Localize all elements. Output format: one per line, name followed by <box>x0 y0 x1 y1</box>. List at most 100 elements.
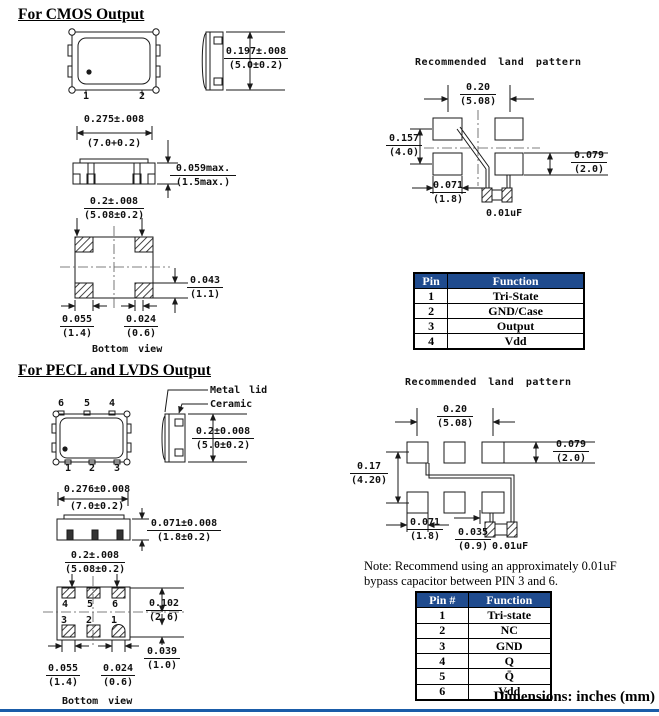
pecl-pad5-label: 5 <box>87 599 94 610</box>
dim-cmos-pad-height: 0.043 (1.1) <box>187 275 223 300</box>
pecl-pad6-label: 6 <box>112 599 119 610</box>
dim-mm-value: (2.0) <box>573 164 605 175</box>
dim-inch-value: 0.2±.008 <box>84 196 144 209</box>
dim-cmos-pad-gap: 0.024 (0.6) <box>124 314 158 339</box>
dim-pecl-land-cap-gap: 0.035 (0.9) <box>455 527 491 552</box>
pin-number: 3 <box>413 318 449 334</box>
center-crosshair <box>424 110 540 186</box>
table-row: 6 Vdd <box>415 683 552 701</box>
dim-pecl-land-pad-height: 0.079 (2.0) <box>553 439 589 464</box>
package-front-outline <box>56 514 131 541</box>
ceramic-label: Ceramic <box>210 399 253 410</box>
pecl-land-pattern-drawing <box>386 408 595 538</box>
dim-inch-value: 0.079 <box>553 439 589 452</box>
pin-function: Tri-State <box>447 288 585 304</box>
pecl-pin-function-table: Pin # Function 1 Tri-state 2 NC 3 GND 4 … <box>415 591 552 702</box>
pecl-pad3-label: 3 <box>61 615 68 626</box>
package-side-outline <box>161 413 186 463</box>
dimension-lines <box>57 492 149 551</box>
pecl-pad4-label: 4 <box>62 599 69 610</box>
bypass-capacitor-note-line2: bypass capacitor between PIN 3 and 6. <box>364 574 559 588</box>
pin1-index-dot <box>86 69 92 75</box>
land-pads <box>406 441 505 514</box>
pin-number: 1 <box>415 607 469 624</box>
dim-cmos-land-pad-height: 0.079 (2.0) <box>571 150 607 175</box>
cmos-land-pattern-drawing <box>410 85 608 203</box>
table-header-pin: Pin # <box>415 591 469 609</box>
dim-inch-value: 0.035 <box>455 527 491 540</box>
table-header-pin: Pin <box>413 272 449 289</box>
dim-cmos-pad-width: 0.055 (1.4) <box>60 314 94 339</box>
dim-inch-value: 0.059max. <box>170 163 236 176</box>
pin-function: NC <box>467 622 552 639</box>
table-row: 2 GND/Case <box>413 303 585 319</box>
dim-mm-value: (2.6) <box>148 612 180 623</box>
dim-cmos-pad-pitch: 0.2±.008 (5.08±0.2) <box>84 196 144 221</box>
table-row: 3 GND <box>415 637 552 655</box>
pin-function: Q <box>467 653 552 670</box>
dim-mm-value: (5.08) <box>437 418 474 429</box>
pin-number: 4 <box>415 653 469 670</box>
dim-inch-value: 0.17 <box>350 461 388 474</box>
bypass-capacitor-note-line1: Note: Recommend using an approximately 0… <box>364 559 617 573</box>
dim-mm-value: (5.08) <box>460 96 497 107</box>
dim-mm-value: (1.4) <box>61 328 93 339</box>
dim-mm-value: (1.4) <box>47 677 79 688</box>
table-row: 4 Q <box>415 653 552 670</box>
cmos-pin2-label: 2 <box>139 91 146 102</box>
pecl-bottom-view-label: Bottom view <box>62 696 133 707</box>
dim-inch-value: 0.071 <box>430 180 466 193</box>
dim-pecl-pad-pitch: 0.2±.008 (5.08±0.2) <box>65 550 125 575</box>
center-crosshair <box>60 226 170 310</box>
pecl-front-view-drawing <box>56 492 149 551</box>
table-header-function: Function <box>447 272 585 289</box>
dimension-lines <box>48 574 184 652</box>
dim-inch-value: 0.157 <box>386 133 422 146</box>
dim-mm-value: (2.0) <box>555 453 587 464</box>
land-pads <box>432 117 524 176</box>
pecl-pin6-label: 6 <box>58 398 65 409</box>
cmos-bottom-view-drawing <box>60 218 188 313</box>
dimension-lines <box>226 31 285 91</box>
dim-cmos-body-width: 0.275±.008 (7.0+0.2) <box>82 114 146 149</box>
dim-mm-value: (1.8±0.2) <box>156 532 212 543</box>
cmos-top-view-drawing <box>67 28 161 95</box>
dim-inch-value: 0.2±.008 <box>65 550 125 563</box>
dim-mm-value: (1.5max.) <box>175 177 231 188</box>
dim-pecl-land-pitch: 0.20 (5.08) <box>437 404 473 429</box>
dim-inch-value: 0.276±0.008 <box>63 484 131 495</box>
pin-function: Q̄ <box>467 668 552 685</box>
table-row: 1 Tri-State <box>413 288 585 304</box>
dim-pecl-pad-gap: 0.024 (0.6) <box>101 663 135 688</box>
dim-pecl-pad-height: 0.039 (1.0) <box>144 646 180 671</box>
corner-pads <box>74 236 154 299</box>
dimension-lines <box>61 218 188 313</box>
cmos-bottom-view-label: Bottom view <box>92 344 163 355</box>
dim-cmos-land-pad-width: 0.071 (1.8) <box>430 180 466 205</box>
dim-mm-value: (5.08±0.2) <box>65 564 126 575</box>
pecl-capacitor-label: 0.01uF <box>492 541 529 552</box>
cmos-pin1-label: 1 <box>83 91 90 102</box>
table-row: 5 Q̄ <box>415 668 552 685</box>
dim-inch-value: 0.024 <box>124 314 158 327</box>
pin-number: 4 <box>413 333 449 350</box>
cmos-pin-function-table: Pin Function 1 Tri-State 2 GND/Case 3 Ou… <box>413 272 585 350</box>
pecl-pin4-label: 4 <box>109 398 116 409</box>
pin-function: Tri-state <box>467 607 552 624</box>
package-outline <box>51 410 132 466</box>
dim-inch-value: 0.102 <box>146 598 182 611</box>
dimension-lines <box>76 126 178 198</box>
dimension-lines <box>410 85 608 194</box>
dim-inch-value: 0.197±.008 <box>224 46 288 59</box>
dim-pecl-row-offset: 0.102 (2.6) <box>146 598 182 623</box>
pecl-pin3-label: 3 <box>114 463 121 474</box>
pin-number: 5 <box>415 668 469 685</box>
cmos-side-view-drawing <box>201 31 285 91</box>
table-row: 2 NC <box>415 622 552 639</box>
cmos-capacitor-label: 0.01uF <box>486 208 523 219</box>
dim-mm-value: (0.6) <box>102 677 134 688</box>
pecl-pad2-label: 2 <box>86 615 93 626</box>
dim-inch-value: 0.043 <box>187 275 223 288</box>
center-crosshair <box>43 576 184 648</box>
